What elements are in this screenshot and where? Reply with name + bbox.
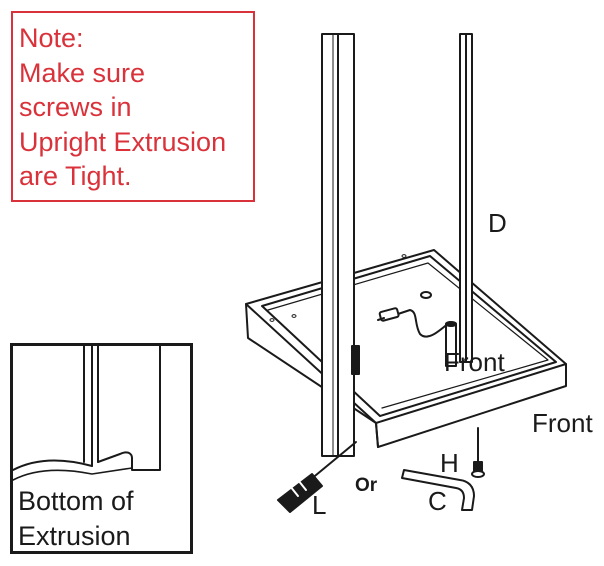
cable-post [445, 321, 457, 367]
label-l: L [312, 490, 327, 520]
inset-caption: Bottom of Extrusion [18, 484, 134, 554]
label-front-outer: Front [532, 408, 593, 438]
inset-caption-line-2: Extrusion [18, 521, 131, 551]
inset-extrusion-detail [12, 343, 161, 481]
power-cable [377, 307, 451, 338]
label-c: C [428, 486, 447, 516]
note-line-4: Upright Extrusion [19, 126, 227, 157]
upright-extrusion-right [459, 33, 473, 363]
note-line-2: Make sure [19, 57, 146, 88]
note-line-1: Note: [19, 23, 84, 53]
base-tray [245, 249, 567, 448]
note-line-5: are Tight. [19, 161, 132, 191]
inset-caption-line-1: Bottom of [18, 486, 134, 516]
label-d: D [488, 208, 507, 238]
upright-extrusion-left [321, 33, 360, 457]
inset-frame [10, 343, 193, 554]
label-h: H [440, 448, 459, 478]
label-or: Or [355, 475, 378, 496]
note-callout: Note: Make sure screws in Upright Extrus… [11, 11, 255, 202]
screw-h [471, 427, 485, 478]
note-line-3: screws in [19, 92, 132, 122]
screwdriver-l [277, 441, 357, 513]
hex-key-c [401, 469, 475, 511]
label-front-inner: Front [444, 347, 505, 377]
